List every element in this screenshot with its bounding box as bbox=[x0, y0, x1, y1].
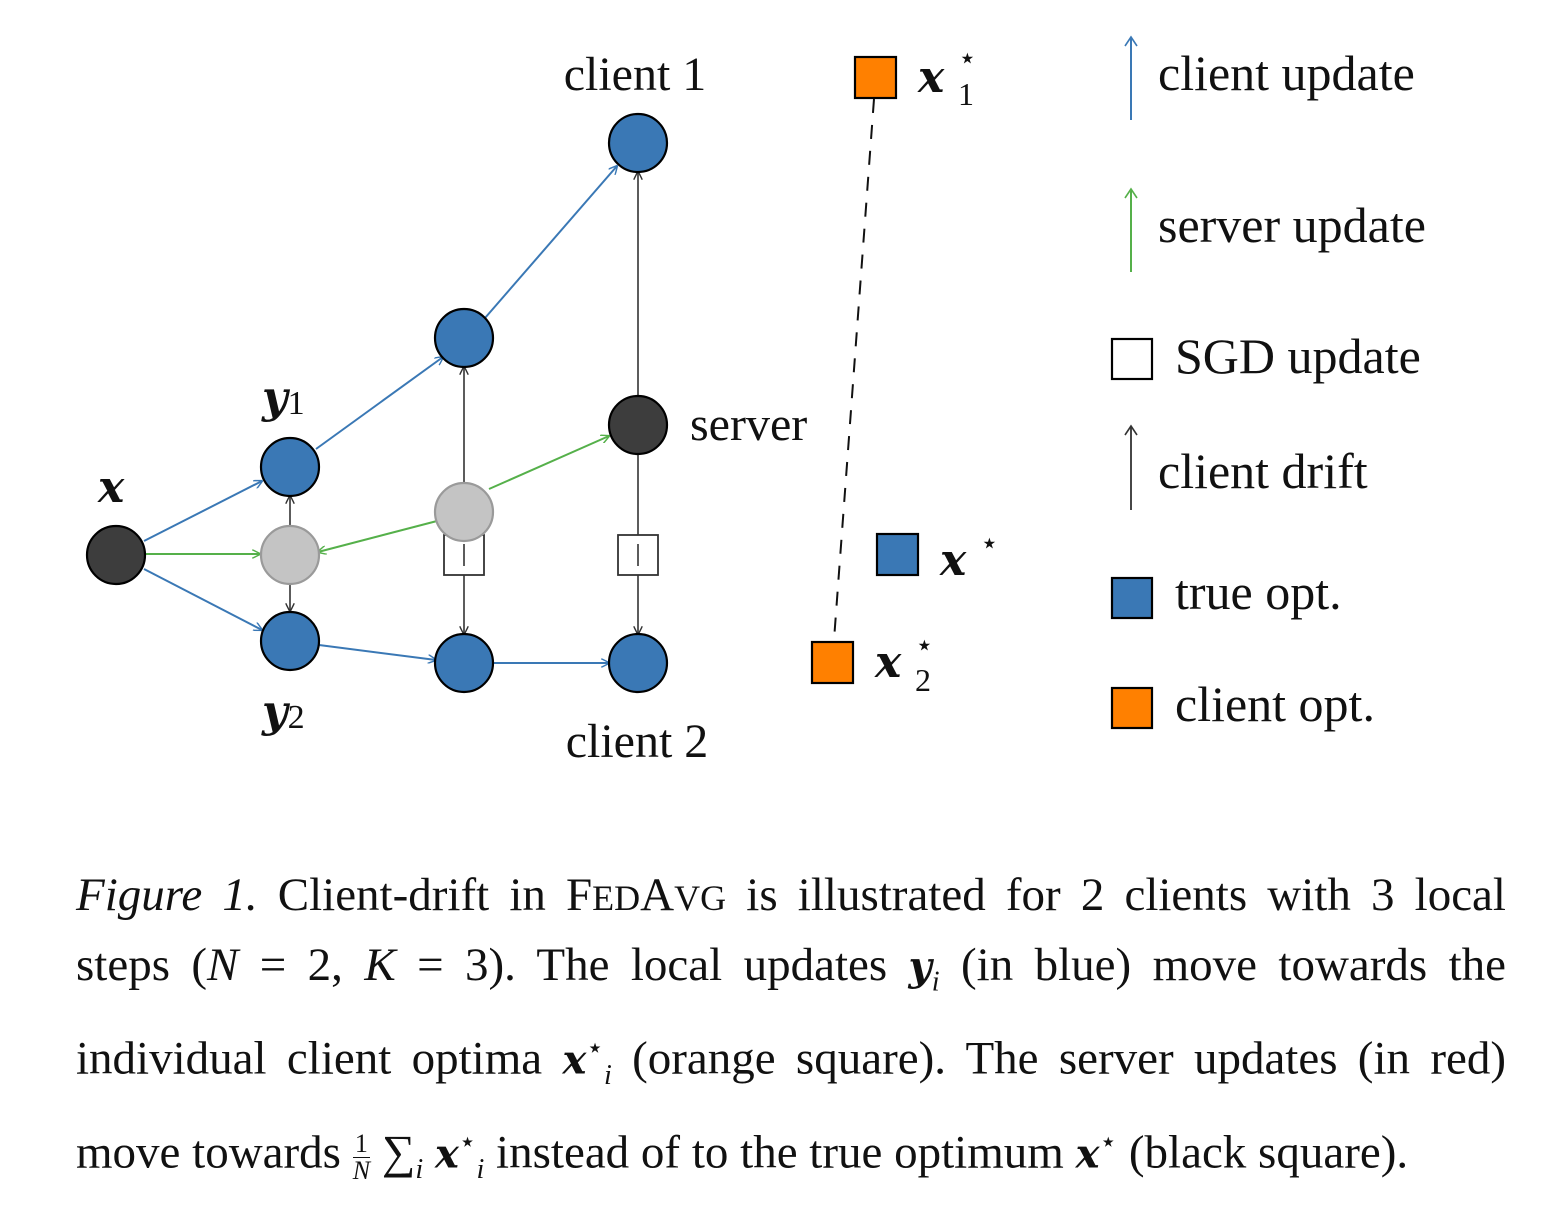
node-x bbox=[85, 524, 147, 586]
svg-text:server update: server update bbox=[1158, 197, 1426, 253]
arrow-x-to-y1 bbox=[143, 481, 262, 542]
legend-server-update: server update bbox=[1124, 187, 1426, 272]
svg-text:⋆: ⋆ bbox=[915, 629, 934, 662]
svg-text:1: 1 bbox=[958, 76, 974, 112]
svg-text:client update: client update bbox=[1158, 45, 1415, 101]
caption-figure-label: Figure 1. bbox=[76, 869, 258, 921]
node-y2 bbox=[259, 610, 321, 672]
svg-text:⋆: ⋆ bbox=[958, 42, 977, 75]
client-optima-dashed-line bbox=[833, 98, 875, 641]
client-update-arrows bbox=[143, 166, 617, 663]
client2-opt-square bbox=[810, 640, 855, 685]
label-y1: y1 bbox=[261, 372, 305, 423]
svg-text:true opt.: true opt. bbox=[1175, 564, 1342, 620]
label-x1-star: x ⋆ 1 bbox=[917, 42, 977, 112]
legend-client-update: client update bbox=[1124, 35, 1415, 120]
svg-text:client drift: client drift bbox=[1158, 443, 1368, 499]
svg-text:2: 2 bbox=[915, 662, 931, 698]
arrow-mid2-to-server bbox=[488, 436, 609, 490]
nodes bbox=[85, 112, 669, 694]
svg-text:SGD update: SGD update bbox=[1175, 328, 1421, 384]
label-client2: client 2 bbox=[566, 715, 709, 768]
label-server: server bbox=[690, 398, 807, 451]
true-opt-square bbox=[875, 532, 920, 577]
server-update-arrows bbox=[146, 436, 609, 554]
figure-caption: Figure 1. Client-drift in FEDAVG is illu… bbox=[76, 869, 1506, 1186]
node-client2 bbox=[607, 632, 669, 694]
legend-true-opt: true opt. bbox=[1110, 564, 1342, 620]
legend: client update server update SGD update c… bbox=[1110, 35, 1426, 732]
node-y1 bbox=[259, 436, 321, 498]
node-client1-step2 bbox=[433, 307, 495, 369]
node-client1 bbox=[607, 112, 669, 174]
arrow-x-to-y2 bbox=[143, 568, 262, 630]
svg-text:⋆: ⋆ bbox=[980, 527, 999, 560]
legend-client-drift: client drift bbox=[1124, 424, 1368, 510]
label-y2: y2 bbox=[261, 686, 305, 737]
node-server bbox=[607, 394, 669, 456]
node-intermediate-1 bbox=[259, 524, 321, 586]
client-drift-diagram: client 1 client 2 server x y1 y2 x ⋆ 1 x… bbox=[85, 35, 1426, 768]
label-x: x bbox=[97, 462, 125, 513]
label-x2-star: x ⋆ 2 bbox=[874, 629, 934, 698]
caption-fedavg: FEDAVG bbox=[566, 869, 727, 921]
arrow-c1a-to-c1 bbox=[484, 166, 617, 319]
svg-text:x: x bbox=[917, 52, 945, 103]
node-intermediate-2 bbox=[433, 481, 495, 543]
arrow-y1-to-c1a bbox=[315, 357, 443, 450]
arrow-mid2-to-mid1 bbox=[318, 520, 438, 552]
label-x-star: x ⋆ bbox=[939, 527, 999, 586]
svg-text:client opt.: client opt. bbox=[1175, 676, 1375, 732]
legend-sgd-update: SGD update bbox=[1110, 328, 1421, 384]
svg-text:x: x bbox=[939, 535, 967, 586]
label-client1: client 1 bbox=[564, 48, 707, 101]
arrow-y2-to-c2a bbox=[318, 644, 436, 660]
node-client2-step2 bbox=[433, 632, 495, 694]
legend-client-opt: client opt. bbox=[1110, 676, 1375, 732]
svg-text:x: x bbox=[874, 637, 902, 688]
client1-opt-square bbox=[853, 55, 898, 100]
